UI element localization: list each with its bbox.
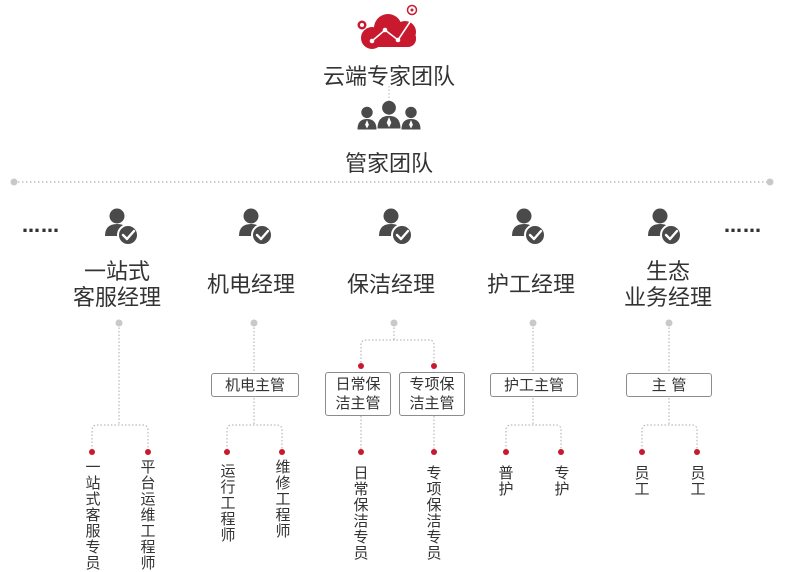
staff-maint-engineer: 维修工程师 [275, 458, 291, 540]
staff-special-cleaner: 专项保洁专员 [426, 464, 442, 562]
staff-employee-b: 员工 [690, 464, 706, 498]
manager-icon-care [510, 207, 547, 247]
manager-icon-eco [646, 207, 683, 247]
leaf-dots [89, 363, 700, 455]
supervisor-box-eco: 主 管 [626, 373, 712, 397]
manager-title-clean: 保洁经理 [346, 273, 436, 298]
butler-team-title: 管家团队 [344, 152, 434, 177]
manager-icon-mech [237, 207, 274, 247]
team-group-icon [357, 100, 421, 130]
supervisor-box-mech: 机电主管 [211, 373, 299, 397]
staff-general-care: 普护 [498, 464, 514, 498]
divider-line [10, 178, 774, 186]
supervisor-box-care: 护工主管 [490, 373, 578, 397]
supervisor-box-special-clean: 专项保洁主管 [399, 372, 465, 416]
connector-lines [91, 324, 698, 450]
staff-employee-a: 员工 [634, 464, 650, 498]
staff-daily-cleaner: 日常保洁专员 [353, 464, 369, 562]
staff-cs-specialist: 一站式客服专员 [85, 458, 101, 572]
cloud-logo-icon [356, 4, 418, 49]
staff-special-care: 专护 [554, 464, 570, 498]
cloud-team-title: 云端专家团队 [322, 65, 456, 90]
ellipsis-right: …… [724, 216, 762, 237]
manager-icon-clean [377, 207, 414, 247]
supervisor-box-daily-clean: 日常保洁主管 [325, 372, 391, 416]
manager-icon-cs [103, 207, 140, 247]
manager-title-eco: 生态业务经理 [623, 260, 713, 311]
staff-platform-engineer: 平台运维工程师 [140, 458, 156, 572]
manager-title-mech: 机电经理 [206, 273, 296, 298]
manager-title-cs: 一站式客服经理 [72, 260, 162, 311]
node-dots [115, 319, 673, 327]
staff-ops-engineer: 运行工程师 [220, 462, 236, 544]
ellipsis-left: …… [22, 216, 60, 237]
manager-title-care: 护工经理 [486, 273, 576, 298]
